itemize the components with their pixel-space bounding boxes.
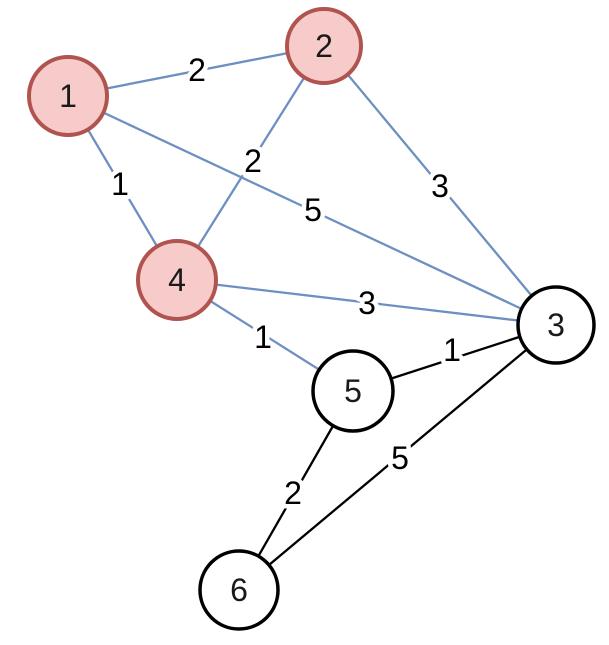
node-4[interactable]	[136, 239, 218, 321]
edge-weight-4-3: 3	[358, 285, 376, 321]
node-5[interactable]	[311, 349, 395, 433]
edge-weight-1-3: 5	[304, 192, 322, 228]
node-6[interactable]	[198, 549, 280, 631]
edge-weight-5-3: 1	[443, 332, 461, 368]
edge-weight-1-4: 1	[111, 166, 129, 202]
edge-weight-2-3: 3	[431, 168, 449, 204]
node-1[interactable]	[27, 55, 109, 137]
node-3[interactable]	[516, 285, 596, 365]
node-2[interactable]	[285, 7, 363, 85]
edge-6-3	[238, 324, 557, 591]
edge-4-3	[176, 278, 557, 327]
node-label-2: 2	[315, 28, 333, 64]
edge-weight-2-4: 2	[244, 143, 262, 179]
edge-2-4	[176, 45, 325, 281]
node-label-6: 6	[230, 572, 248, 608]
edge-1-3	[67, 94, 557, 327]
edge-2-3	[323, 45, 557, 326]
edge-weight-1-2: 2	[188, 52, 206, 88]
node-label-4: 4	[168, 262, 186, 298]
edge-weight-6-3: 5	[391, 440, 409, 476]
node-label-1: 1	[59, 78, 77, 114]
node-label-5: 5	[344, 373, 362, 409]
edge-weight-5-6: 2	[284, 475, 302, 511]
node-label-3: 3	[547, 307, 565, 343]
edge-weight-4-5: 1	[254, 319, 272, 355]
edge-1-2	[67, 44, 325, 98]
